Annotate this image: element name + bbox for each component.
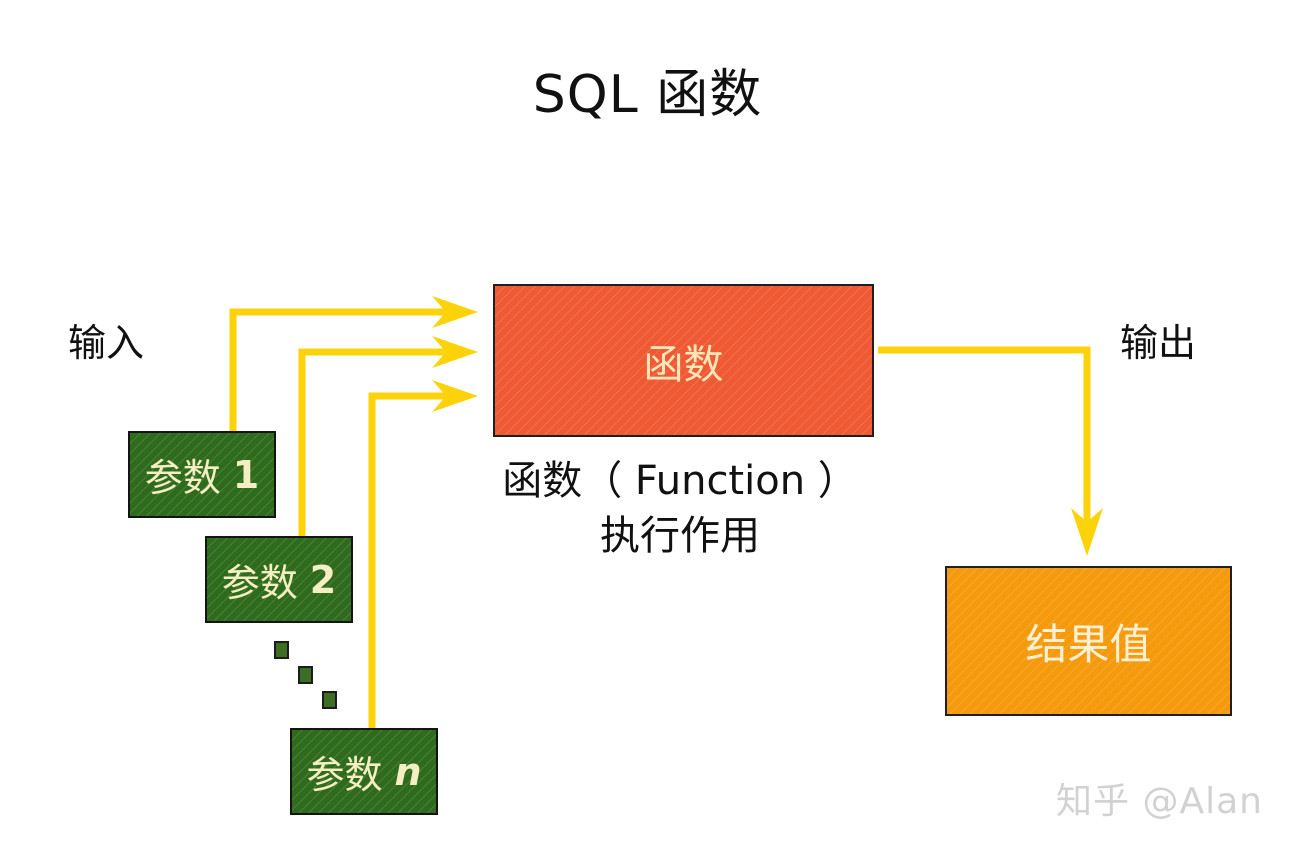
arrowhead-param-2 xyxy=(432,336,478,368)
function-description: 函数（ Function ） 执行作用 xyxy=(480,454,880,564)
input-label: 输入 xyxy=(68,321,145,365)
param-index: 1 xyxy=(232,452,260,497)
arrow-param-2 xyxy=(298,348,452,536)
function-box-label: 函数 xyxy=(643,341,724,388)
diagram-title: SQL 函数 xyxy=(532,65,763,125)
ellipsis-dot xyxy=(298,666,313,684)
watermark: 知乎 @Alan xyxy=(1056,781,1263,822)
param-label: 参数 xyxy=(221,561,298,605)
param-label: 参数 xyxy=(306,753,383,797)
arrow-param-n xyxy=(368,392,452,728)
arrowhead-output xyxy=(1071,508,1103,556)
arrowhead-param-1 xyxy=(432,296,478,328)
output-label: 输出 xyxy=(1120,321,1197,365)
param-index: 2 xyxy=(309,557,337,602)
result-box-label: 结果值 xyxy=(1025,619,1152,669)
param-box-1: 参数 1 xyxy=(128,431,276,518)
arrowhead-param-n xyxy=(432,380,478,412)
function-description-line1: 函数（ Function ） xyxy=(502,458,858,504)
param-label: 参数 xyxy=(144,456,221,500)
param-index: n xyxy=(394,749,422,794)
ellipsis-dot xyxy=(322,691,337,709)
arrow-output xyxy=(878,346,1091,528)
param-box-n: 参数 n xyxy=(290,728,438,815)
function-box: 函数 xyxy=(493,284,874,437)
result-box: 结果值 xyxy=(945,566,1232,716)
function-description-line2: 执行作用 xyxy=(600,513,760,559)
param-box-2: 参数 2 xyxy=(205,536,353,623)
arrow-param-1 xyxy=(229,308,452,431)
ellipsis-dot xyxy=(274,641,289,659)
